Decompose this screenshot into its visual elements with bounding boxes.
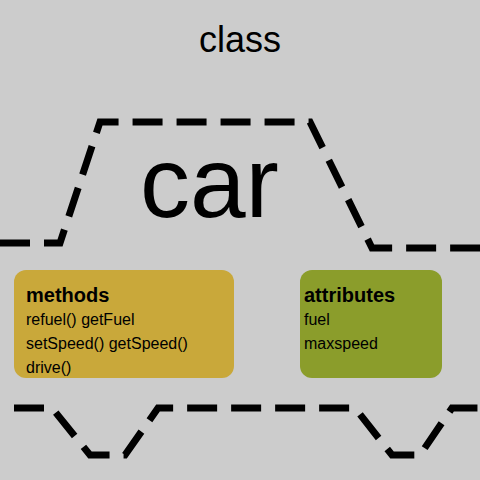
dashed-outline: [14, 408, 480, 455]
method-name: drive(): [26, 356, 222, 380]
class-outline: car methodsrefuel() getFuelsetSpeed() get…: [0, 115, 480, 465]
class-name: car: [140, 132, 279, 232]
section-heading: attributes: [304, 282, 438, 308]
dashed-outline: [0, 122, 480, 248]
diagram-title: class: [0, 20, 480, 60]
methods-box: methodsrefuel() getFuelsetSpeed() getSpe…: [14, 270, 234, 378]
attributes-box: attributesfuelmaxspeed: [300, 270, 442, 378]
attribute-name: maxspeed: [304, 332, 438, 356]
attribute-name: fuel: [304, 308, 438, 332]
section-heading: methods: [26, 282, 222, 308]
method-name: refuel() getFuel: [26, 308, 222, 332]
method-name: setSpeed() getSpeed(): [26, 332, 222, 356]
